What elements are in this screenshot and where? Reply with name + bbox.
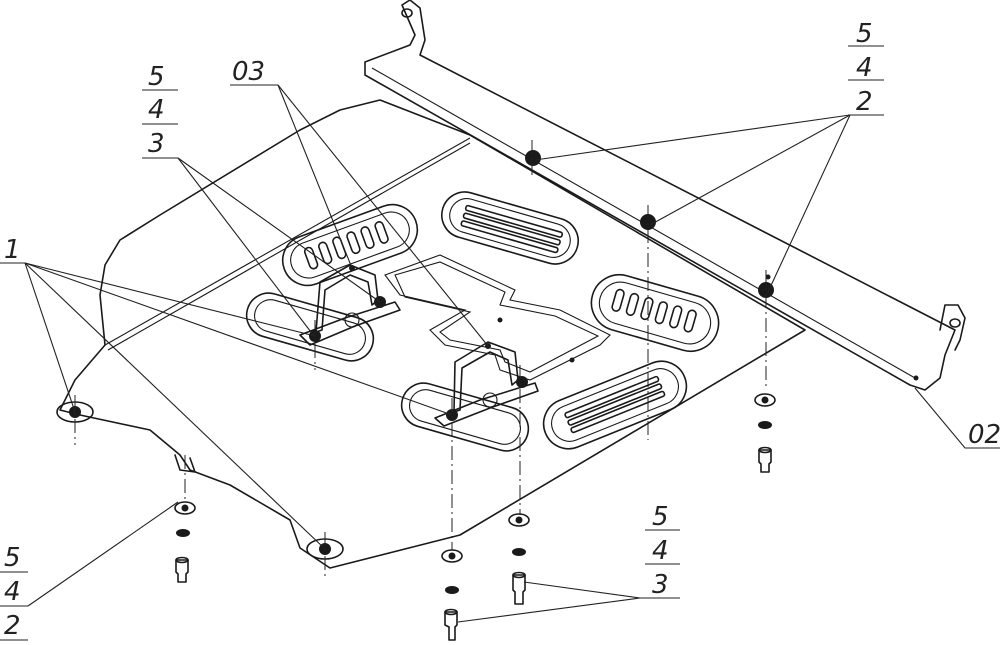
callout-5: 5 xyxy=(148,62,165,92)
callout-03: 03 xyxy=(232,57,265,87)
plate-relief xyxy=(384,254,611,381)
callout-5: 5 xyxy=(652,502,669,532)
fastener-set-bottom-center-b xyxy=(508,513,530,605)
fastener-set-right xyxy=(754,393,776,473)
fastener-set-bottom-center-a xyxy=(441,549,463,641)
fastener-set-bottom-left xyxy=(174,501,196,583)
callout-2: 2 xyxy=(856,87,873,117)
callout-5: 5 xyxy=(856,19,873,49)
callout-4: 4 xyxy=(4,577,21,607)
mounting-bar xyxy=(364,0,966,391)
callout-4: 4 xyxy=(148,95,165,125)
callout-bottom-center-stack: 5 4 3 xyxy=(645,502,680,600)
callout-4: 4 xyxy=(856,53,873,83)
callout-5: 5 xyxy=(4,543,21,573)
leader-lines xyxy=(0,84,1000,623)
callout-3: 3 xyxy=(652,570,669,600)
skid-plate xyxy=(56,99,806,569)
callout-bar-stack: 5 4 2 xyxy=(848,19,884,117)
callout-1: 1 xyxy=(4,235,21,265)
callout-2: 2 xyxy=(4,611,21,641)
callout-4: 4 xyxy=(652,536,669,566)
slot-openings xyxy=(245,191,720,452)
callout-3: 3 xyxy=(148,129,165,159)
center-lines xyxy=(74,140,767,580)
callout-bottom-left-stack: 5 4 2 xyxy=(0,543,28,641)
callout-02: 02 xyxy=(968,420,1000,450)
callout-left-stack: 5 4 3 xyxy=(142,62,178,159)
